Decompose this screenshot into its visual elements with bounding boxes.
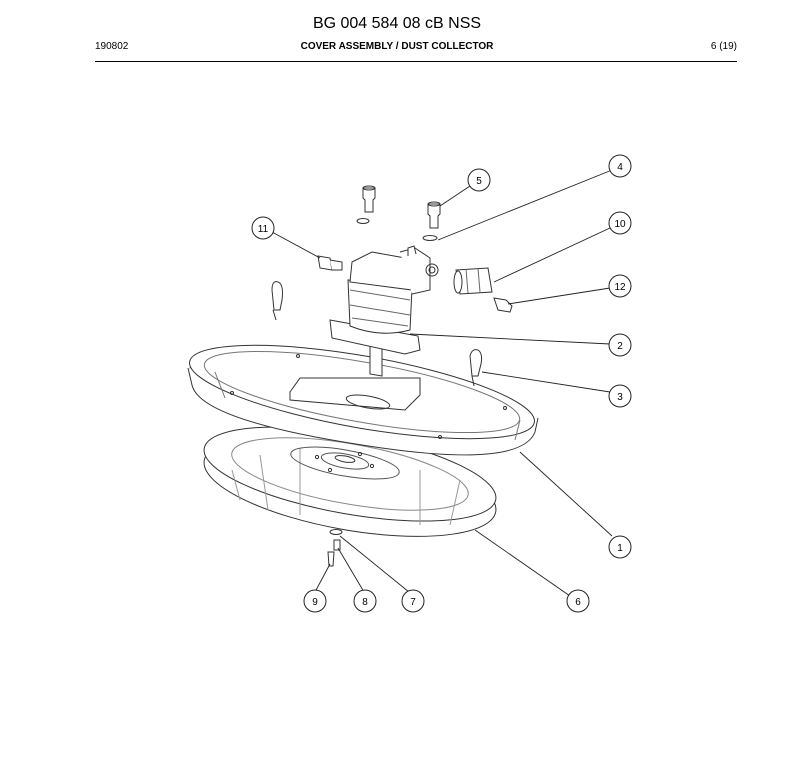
callout-11-label: 11 (258, 224, 269, 235)
callout-11: 11 (251, 216, 275, 240)
callout-12-label: 12 (614, 282, 626, 293)
callout-5-label: 5 (476, 176, 482, 187)
part-6-fan-disc (203, 426, 497, 537)
section-title: COVER ASSEMBLY / DUST COLLECTOR (300, 41, 494, 52)
callout-10: 10 (608, 211, 632, 235)
page-number: 6 (19) (710, 41, 737, 52)
part-12-nipple (493, 297, 513, 313)
callout-2: 2 (608, 333, 632, 357)
callout-12: 12 (608, 274, 632, 298)
callout-4-label: 4 (617, 162, 623, 173)
parts-7-8-9-hardware (327, 529, 343, 567)
callout-8: 8 (353, 589, 377, 613)
callout-6: 6 (566, 589, 590, 613)
callout-10-label: 10 (614, 219, 626, 230)
callout-3: 3 (608, 384, 632, 408)
part-1-cover-housing (187, 344, 539, 456)
callout-1-label: 1 (617, 543, 623, 554)
callout-2-label: 2 (617, 341, 623, 352)
callout-9-label: 9 (312, 597, 318, 608)
callout-7-label: 7 (410, 597, 416, 608)
callout-5: 5 (467, 168, 491, 192)
callout-4: 4 (608, 154, 632, 178)
part-10-coupling (453, 267, 493, 295)
callout-9: 9 (303, 589, 327, 613)
part-11-fitting (317, 255, 343, 271)
document-title: BG 004 584 08 cB NSS (312, 15, 482, 32)
date-code: 190802 (95, 41, 129, 52)
callout-7: 7 (401, 589, 425, 613)
part-3-eye-bolts (271, 281, 483, 387)
callout-3-label: 3 (617, 392, 623, 403)
callout-1: 1 (608, 535, 632, 559)
part-4-washer (422, 235, 438, 241)
callout-6-label: 6 (575, 597, 581, 608)
part-2-motor (329, 245, 439, 377)
header-rule (95, 61, 737, 62)
callout-8-label: 8 (362, 597, 368, 608)
leader-lines (271, 169, 613, 597)
part-5-screws (356, 185, 441, 229)
